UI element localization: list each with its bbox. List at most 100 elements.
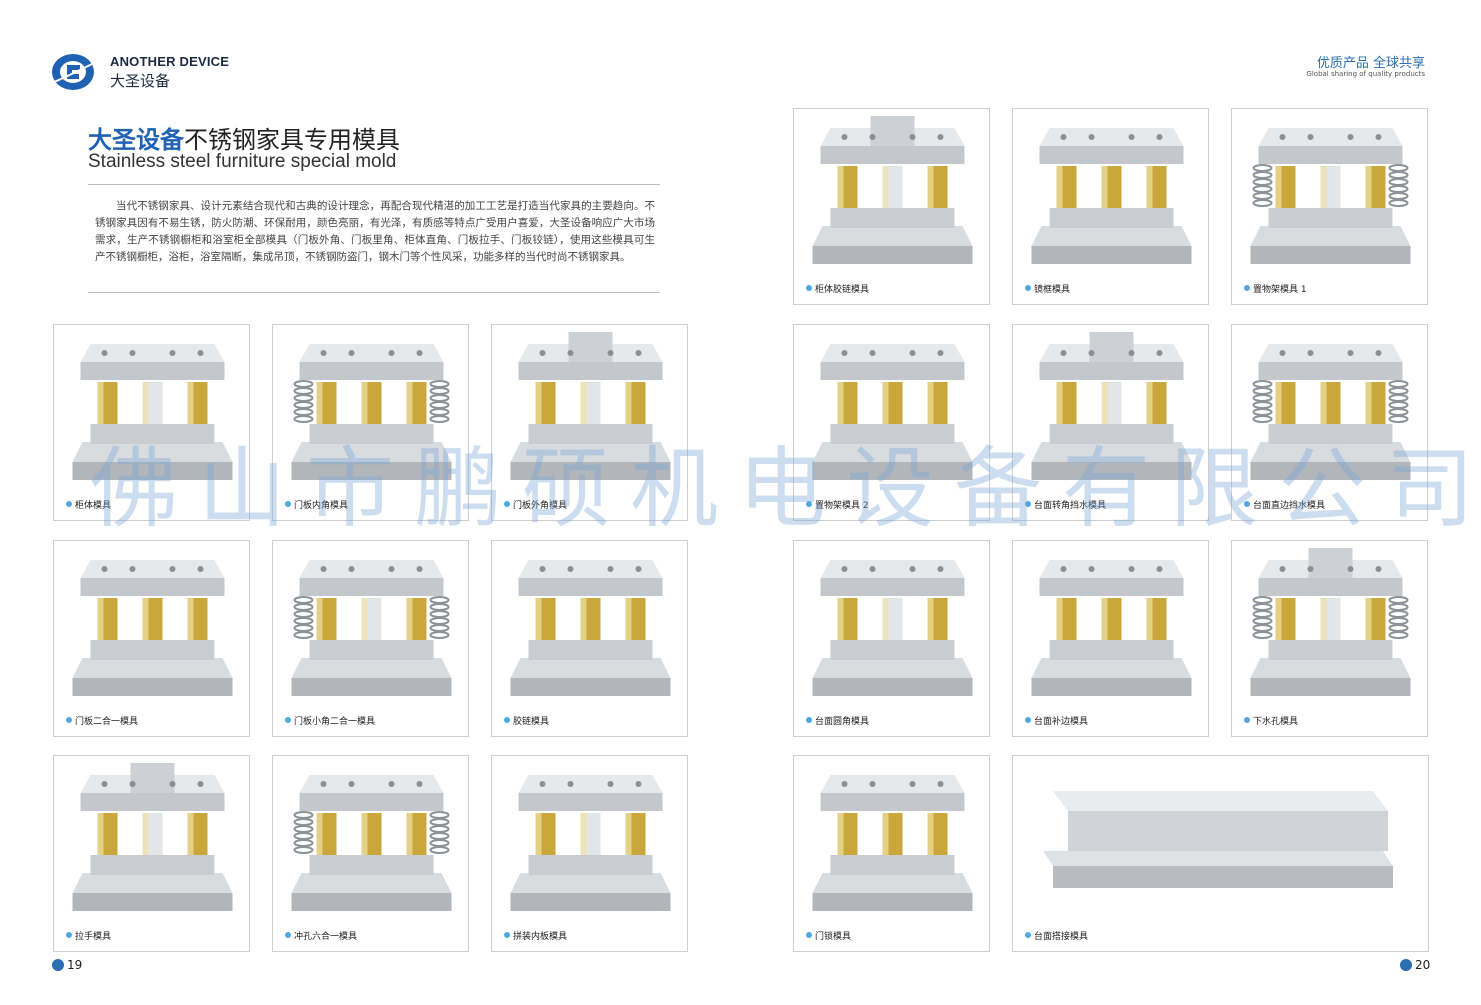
bullet-icon (66, 932, 72, 938)
bullet-icon (66, 717, 72, 723)
mold-illustration-icon (510, 332, 671, 480)
slogan-en: Global sharing of quality products (1306, 70, 1425, 78)
product-card: 门板外角模具 (491, 324, 688, 521)
product-caption: 冲孔六合一模具 (285, 929, 357, 942)
product-name: 门板外角模具 (513, 501, 568, 511)
mold-illustration-icon (1250, 344, 1411, 480)
product-card: 冲孔六合一模具 (272, 755, 469, 952)
product-caption: 拉手模具 (66, 929, 111, 942)
product-card: 门板内角模具 (272, 324, 469, 521)
product-caption: 柜体模具 (66, 498, 111, 511)
product-card: 门板小角二合一模具 (272, 540, 469, 737)
product-name: 门板内角模具 (294, 501, 349, 511)
product-name: 镜框模具 (1034, 285, 1071, 295)
title-rest: 不锈钢家具专用模具 (184, 126, 400, 154)
page-number-left-label: 19 (67, 958, 83, 972)
mold-illustration-icon (1031, 560, 1192, 696)
product-card: 柜体模具 (53, 324, 250, 521)
product-caption: 台面补边模具 (1025, 714, 1088, 727)
mold-illustration-icon (812, 775, 973, 911)
page-number-left: 19 (52, 958, 82, 972)
product-name: 门板二合一模具 (75, 717, 139, 727)
product-name: 胶链模具 (513, 717, 550, 727)
slogan-cn: 优质产品 全球共享 (1316, 56, 1425, 71)
brand-name-cn: 大圣设备 (110, 72, 171, 90)
bullet-icon (806, 717, 812, 723)
product-caption: 门板二合一模具 (66, 714, 138, 727)
product-name: 台面圆角模具 (815, 717, 870, 727)
bullet-icon (1025, 501, 1031, 507)
bullet-icon (1025, 285, 1031, 291)
mold-illustration-icon (72, 344, 233, 480)
product-card: 门板二合一模具 (53, 540, 250, 737)
page-title: 大圣设备不锈钢家具专用模具 (88, 120, 400, 155)
page-number-right-label: 20 (1415, 958, 1431, 972)
mold-illustration-icon (291, 775, 452, 911)
bullet-icon (806, 932, 812, 938)
product-caption: 门板内角模具 (285, 498, 348, 511)
brand-name-en: ANOTHER DEVICE (110, 54, 230, 69)
bullet-icon (806, 501, 812, 507)
product-card: 拼装内板模具 (491, 755, 688, 952)
mold-illustration-icon (1250, 548, 1411, 696)
mold-illustration-icon (510, 775, 671, 911)
product-caption: 台面直边挡水模具 (1244, 498, 1325, 511)
product-caption: 置物架模具 1 (1244, 282, 1307, 295)
bullet-icon (504, 501, 510, 507)
product-name: 门板小角二合一模具 (294, 717, 376, 727)
product-name: 台面搭接模具 (1034, 932, 1089, 942)
product-caption: 台面转角挡水模具 (1025, 498, 1106, 511)
product-card: 台面圆角模具 (793, 540, 990, 737)
mold-illustration-icon (510, 560, 671, 696)
page-number-right: 20 (1400, 958, 1430, 972)
mold-illustration-icon (812, 344, 973, 480)
product-card: 柜体胶链模具 (793, 108, 990, 305)
page-title-en: Stainless steel furniture special mold (88, 151, 397, 172)
product-name: 柜体模具 (75, 501, 112, 511)
bullet-icon (504, 932, 510, 938)
product-caption: 镜框模具 (1025, 282, 1070, 295)
product-caption: 台面圆角模具 (806, 714, 869, 727)
product-card: 镜框模具 (1012, 108, 1209, 305)
mold-illustration-icon (291, 344, 452, 480)
product-caption: 门板外角模具 (504, 498, 567, 511)
bullet-icon (806, 285, 812, 291)
product-caption: 门锁模具 (806, 929, 851, 942)
product-caption: 胶链模具 (504, 714, 549, 727)
title-highlight: 大圣设备 (88, 126, 184, 154)
product-caption: 柜体胶链模具 (806, 282, 869, 295)
product-name: 门锁模具 (815, 932, 852, 942)
product-card: 台面转角挡水模具 (1012, 324, 1209, 521)
product-card: 置物架模具 2 (793, 324, 990, 521)
mold-illustration-icon (812, 116, 973, 264)
product-card: 台面搭接模具 (1012, 755, 1429, 952)
mold-illustration-icon (1250, 128, 1411, 264)
mold-illustration-icon (1043, 791, 1393, 888)
product-card: 拉手模具 (53, 755, 250, 952)
intro-description: 当代不锈钢家具、设计元素结合现代和古典的设计理念，再配合现代精湛的加工工艺是打造… (95, 200, 655, 263)
bullet-icon (285, 717, 291, 723)
bullet-icon (285, 932, 291, 938)
company-logo-icon (52, 54, 94, 90)
product-name: 台面补边模具 (1034, 717, 1089, 727)
page-badge-icon (1400, 959, 1412, 971)
product-name: 置物架模具 2 (815, 501, 869, 511)
product-name: 置物架模具 1 (1253, 285, 1307, 295)
divider-bottom (88, 292, 660, 293)
bullet-icon (66, 501, 72, 507)
divider-top (88, 184, 660, 185)
product-name: 台面直边挡水模具 (1253, 501, 1326, 511)
product-caption: 下水孔模具 (1244, 714, 1298, 727)
product-card: 门锁模具 (793, 755, 990, 952)
product-caption: 台面搭接模具 (1025, 929, 1088, 942)
mold-illustration-icon (72, 763, 233, 911)
bullet-icon (1244, 285, 1250, 291)
product-card: 台面直边挡水模具 (1231, 324, 1428, 521)
product-card: 胶链模具 (491, 540, 688, 737)
mold-illustration-icon (812, 560, 973, 696)
product-card: 下水孔模具 (1231, 540, 1428, 737)
page-badge-icon (52, 959, 64, 971)
product-name: 拉手模具 (75, 932, 112, 942)
mold-illustration-icon (1031, 332, 1192, 480)
product-caption: 拼装内板模具 (504, 929, 567, 942)
